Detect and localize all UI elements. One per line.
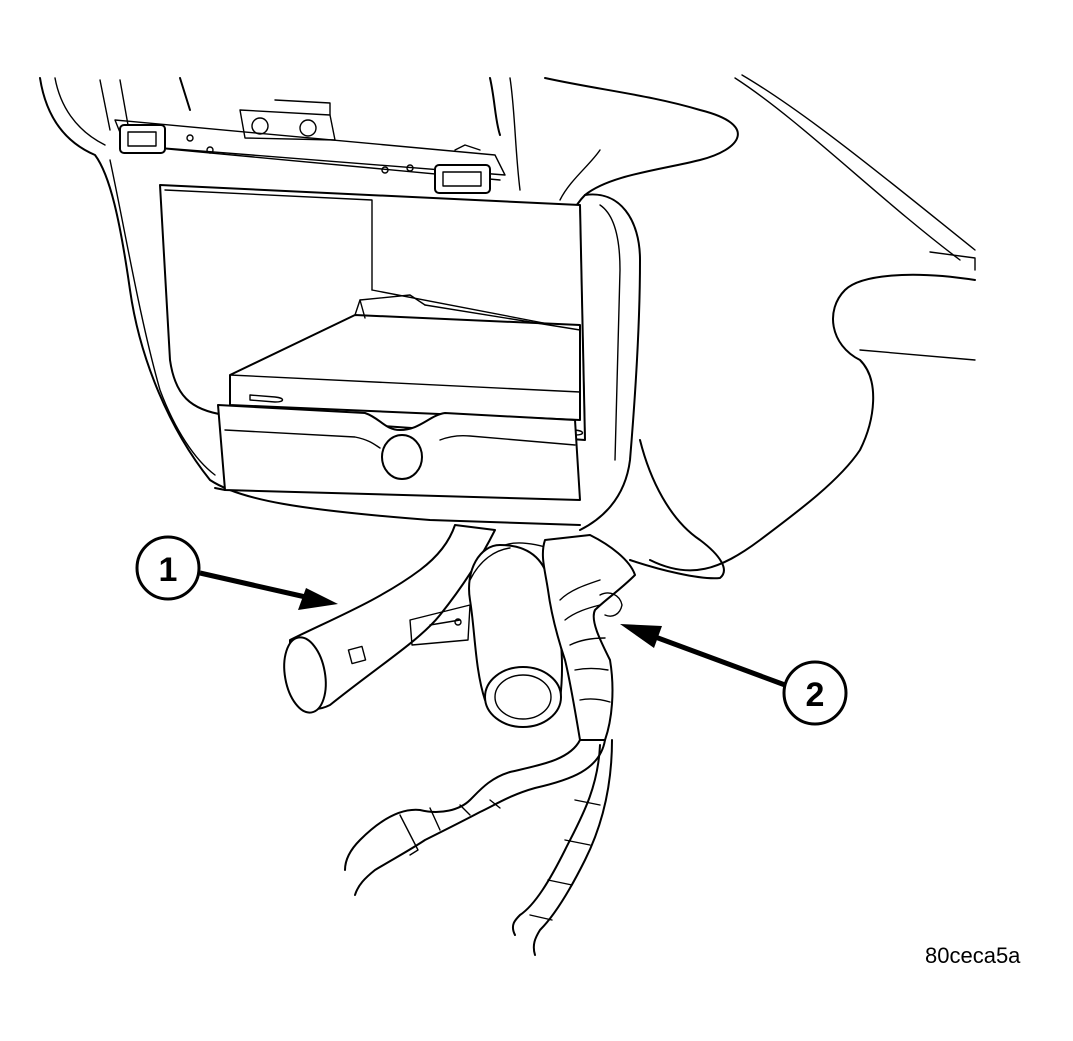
wiring-harness xyxy=(344,534,636,956)
air-duct xyxy=(283,524,563,728)
callout-2: 2 xyxy=(620,624,848,726)
callout-1: 1 xyxy=(135,535,338,610)
mounting-brackets xyxy=(114,99,506,194)
right-dash-panel xyxy=(649,74,976,572)
console-bezel xyxy=(39,77,739,580)
callout-2-label: 2 xyxy=(806,676,825,714)
figure-id-label: 80ceca5a xyxy=(925,943,1021,968)
callout-1-label: 1 xyxy=(159,551,178,589)
